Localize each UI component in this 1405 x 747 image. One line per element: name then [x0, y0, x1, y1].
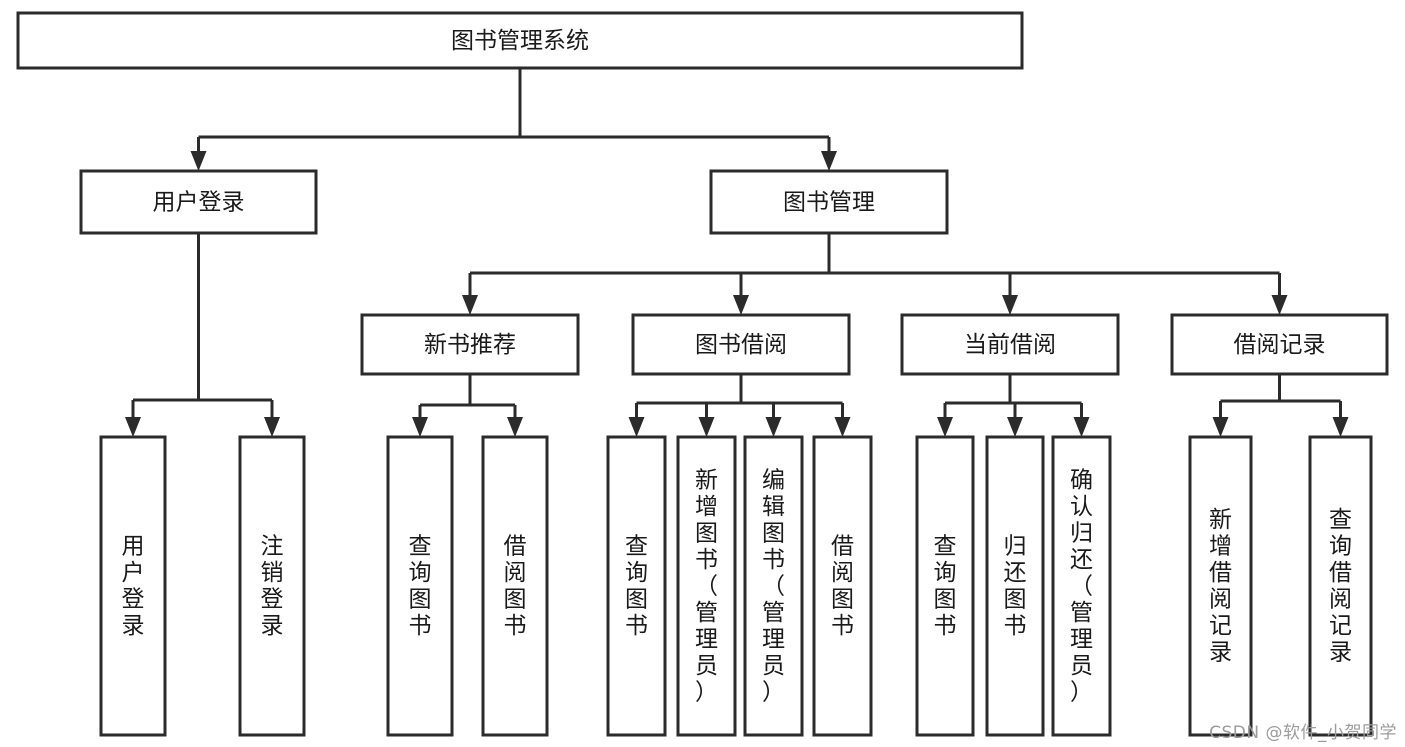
node-label: 查询图书 — [625, 534, 648, 640]
node-box — [16, 11, 1024, 70]
node-label: 借阅记录 — [1234, 332, 1326, 358]
arrow-head-icon — [1007, 417, 1023, 437]
node-book-borrow[interactable]: 图书借阅 — [631, 313, 851, 376]
node-leaf-query-book-2[interactable]: 查询图书 — [606, 435, 667, 737]
node-box — [1308, 435, 1373, 737]
arrow-head-icon — [507, 417, 523, 437]
node-box — [99, 435, 167, 737]
node-leaf-query-book-3[interactable]: 查询图书 — [915, 435, 975, 737]
arrow-head-icon — [462, 295, 478, 315]
arrow-head-icon — [937, 417, 953, 437]
node-new-book-rec[interactable]: 新书推荐 — [360, 313, 580, 376]
arrow-head-icon — [1212, 417, 1229, 437]
node-box — [631, 313, 851, 376]
node-box — [606, 435, 667, 737]
node-borrow-record[interactable]: 借阅记录 — [1170, 313, 1389, 376]
node-label: 归还图书 — [1004, 534, 1027, 640]
node-current-borrow[interactable]: 当前借阅 — [900, 313, 1120, 376]
node-label: 当前借阅 — [964, 332, 1056, 358]
node-book-mgmt[interactable]: 图书管理 — [709, 169, 949, 235]
node-box — [386, 435, 454, 737]
node-box — [238, 435, 306, 737]
node-leaf-add-book[interactable]: 新增图书（管理员） — [676, 435, 737, 737]
arrow-head-icon — [821, 151, 837, 171]
node-leaf-query-book-1[interactable]: 查询图书 — [386, 435, 454, 737]
node-box — [743, 435, 804, 737]
node-box — [1188, 435, 1253, 737]
node-box — [900, 313, 1120, 376]
node-label: 新书推荐 — [424, 332, 516, 358]
node-label: 图书管理 — [783, 190, 875, 216]
node-label: 借阅图书 — [504, 534, 527, 640]
node-leaf-query-record[interactable]: 查询借阅记录 — [1308, 435, 1373, 737]
node-layer: 图书管理系统用户登录图书管理新书推荐图书借阅当前借阅借阅记录用户登录注销登录查询… — [16, 11, 1389, 737]
node-label: 查询图书 — [409, 534, 432, 640]
node-box — [676, 435, 737, 737]
arrow-head-icon — [1332, 417, 1349, 437]
arrow-head-icon — [834, 417, 851, 437]
node-box — [360, 313, 580, 376]
arrow-head-icon — [1271, 295, 1288, 315]
node-leaf-borrow-book-1[interactable]: 借阅图书 — [481, 435, 549, 737]
node-box — [915, 435, 975, 737]
watermark-label: CSDN @软件_小贺同学 — [1209, 723, 1397, 743]
arrow-head-icon — [628, 417, 645, 437]
arrow-head-icon — [190, 151, 207, 171]
node-label: 查询图书 — [934, 534, 957, 640]
arrow-head-icon — [264, 417, 280, 437]
node-label: 图书借阅 — [695, 332, 787, 358]
arrow-head-icon — [698, 417, 715, 437]
node-label: 新增图书（管理员） — [695, 467, 718, 705]
node-leaf-logout[interactable]: 注销登录 — [238, 435, 306, 737]
node-root[interactable]: 图书管理系统 — [16, 11, 1024, 70]
node-label: 确认归还（管理员） — [1070, 467, 1093, 705]
node-leaf-add-record[interactable]: 新增借阅记录 — [1188, 435, 1253, 737]
arrow-head-icon — [765, 417, 782, 437]
node-box — [481, 435, 549, 737]
node-box — [79, 169, 318, 235]
node-box — [812, 435, 873, 737]
arrow-head-icon — [1073, 417, 1090, 437]
node-leaf-borrow-book-2[interactable]: 借阅图书 — [812, 435, 873, 737]
node-label: 借阅图书 — [831, 534, 854, 640]
arrow-head-icon — [733, 295, 749, 315]
node-label: 查询借阅记录 — [1329, 507, 1352, 666]
arrow-head-icon — [1002, 295, 1018, 315]
node-label: 注销登录 — [261, 534, 284, 640]
node-leaf-return-book[interactable]: 归还图书 — [985, 435, 1045, 737]
arrow-head-icon — [125, 417, 141, 437]
node-leaf-confirm-return[interactable]: 确认归还（管理员） — [1051, 435, 1112, 737]
node-label: 用户登录 — [153, 190, 245, 216]
arrow-head-icon — [412, 417, 428, 437]
node-label: 图书管理系统 — [451, 28, 589, 54]
node-leaf-user-login[interactable]: 用户登录 — [99, 435, 167, 737]
node-label: 编辑图书（管理员） — [762, 467, 785, 705]
node-label: 用户登录 — [122, 534, 145, 640]
node-box — [709, 169, 949, 235]
node-user-login[interactable]: 用户登录 — [79, 169, 318, 235]
node-box — [1051, 435, 1112, 737]
node-box — [1170, 313, 1389, 376]
node-label: 新增借阅记录 — [1209, 507, 1232, 666]
connector-layer — [125, 68, 1349, 437]
node-box — [985, 435, 1045, 737]
node-leaf-edit-book[interactable]: 编辑图书（管理员） — [743, 435, 804, 737]
